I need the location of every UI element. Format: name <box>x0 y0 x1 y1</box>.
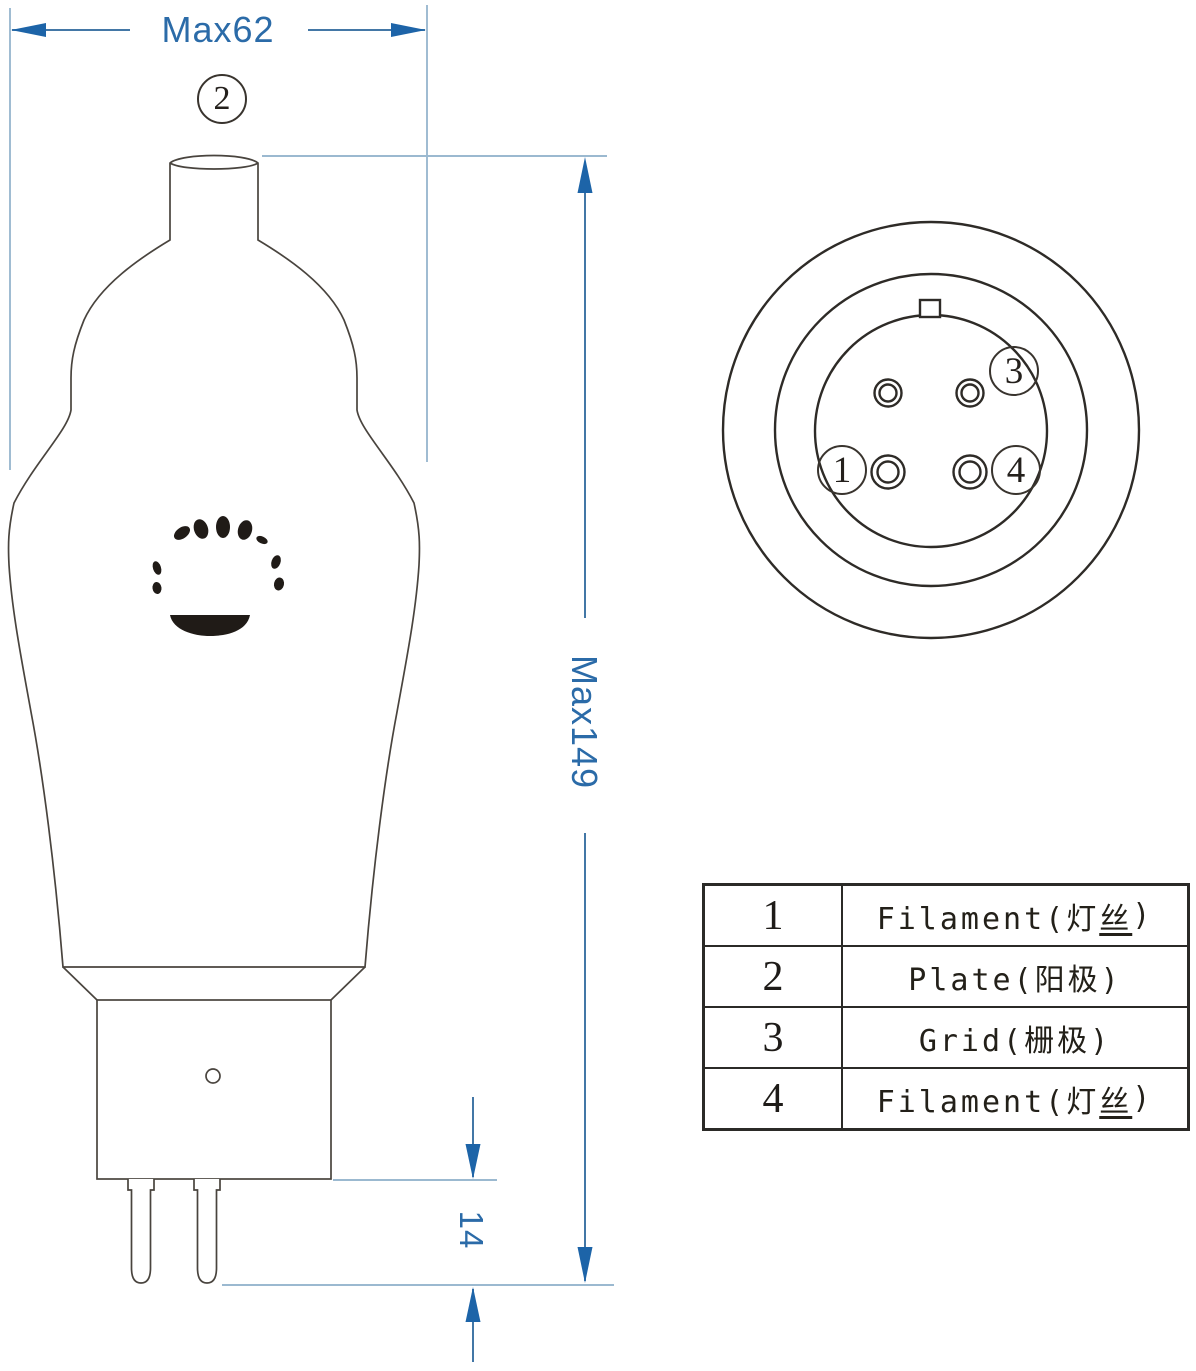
base-shell <box>96 999 332 1180</box>
socket-key-notch <box>918 298 942 319</box>
tube-front-view <box>7 154 421 1284</box>
arrowhead-left-icon <box>11 23 46 37</box>
callout-socket-filament-4: 4 <box>991 445 1041 495</box>
pinout-row-2: 2 Plate(阳极) <box>705 947 1187 1008</box>
base-vent-hole <box>205 1068 221 1084</box>
pinout-row-4: 4 Filament(灯丝) <box>705 1069 1187 1128</box>
dimension-height-max149 <box>262 155 607 1283</box>
socket-bottom-view <box>721 220 1141 640</box>
pin-function-text: Grid(栅极) <box>918 1023 1112 1059</box>
pin-function-suffix: ) <box>1132 898 1154 933</box>
getter-logo <box>152 516 285 636</box>
pin-number-cell: 4 <box>705 1069 843 1128</box>
callout-plate-top: 2 <box>197 74 247 124</box>
base-chamfer-right <box>330 966 366 1001</box>
pin-function-cell: Grid(栅极) <box>843 1008 1187 1067</box>
pin-function-text: Filament(灯 <box>876 1084 1100 1120</box>
pin-hole-grid-outer <box>873 378 903 408</box>
socket-middle-circle <box>773 272 1089 588</box>
socket-outer-circle <box>721 220 1141 640</box>
callout-socket-grid-3: 3 <box>989 346 1039 396</box>
pinout-row-3: 3 Grid(栅极) <box>705 1008 1187 1069</box>
pin-number-cell: 3 <box>705 1008 843 1067</box>
plate-cap-rim <box>169 162 259 170</box>
pin-function-underlined: 丝 <box>1099 901 1133 937</box>
pin-hole-plate-inner <box>960 383 980 403</box>
tube-base <box>62 966 366 1180</box>
pin-function-text: Filament(灯 <box>876 901 1100 937</box>
arrowhead-down-icon <box>465 1144 481 1179</box>
pin-hole-filament1-outer <box>870 454 906 490</box>
arrowhead-right-icon <box>391 23 426 37</box>
socket-pin-holes <box>870 378 988 490</box>
pin-hole-filament4-inner <box>958 460 982 484</box>
callout-plate-number: 2 <box>213 80 231 117</box>
pin-function-underlined: 丝 <box>1099 1084 1133 1120</box>
pin-right <box>193 1179 221 1284</box>
pin-number-cell: 1 <box>705 886 843 945</box>
pin-function-suffix: ) <box>1132 1081 1154 1116</box>
tube-glass-envelope <box>7 154 421 968</box>
pin-hole-grid-inner <box>878 383 898 403</box>
callout-grid-number: 3 <box>1004 350 1024 392</box>
pin-length-dimension-label: 14 <box>453 1210 490 1250</box>
dimension-pin-length-14 <box>222 1097 614 1362</box>
width-dimension-label: Max62 <box>161 9 275 50</box>
tube-pins <box>127 1179 221 1284</box>
arrowhead-up-icon <box>577 157 593 193</box>
callout-filament4-number: 4 <box>1006 449 1026 491</box>
pin-function-cell: Plate(阳极) <box>843 947 1187 1006</box>
pin-hole-filament1-inner <box>876 460 900 484</box>
arrowhead-up-icon <box>465 1287 481 1322</box>
pin-hole-filament4-outer <box>952 454 988 490</box>
callout-filament1-number: 1 <box>832 449 852 491</box>
pin-function-cell: Filament(灯丝) <box>843 1069 1187 1128</box>
base-chamfer-left <box>62 966 98 1001</box>
pinout-table: 1 Filament(灯丝) 2 Plate(阳极) 3 Grid(栅极) 4 … <box>702 883 1190 1131</box>
pin-hole-plate-outer <box>955 378 985 408</box>
callout-socket-filament-1: 1 <box>817 445 867 495</box>
pin-function-cell: Filament(灯丝) <box>843 886 1187 945</box>
pin-left <box>127 1179 155 1284</box>
pin-number-cell: 2 <box>705 947 843 1006</box>
pinout-row-1: 1 Filament(灯丝) <box>705 886 1187 947</box>
arrowhead-down-icon <box>577 1247 593 1283</box>
dimension-width-max62 <box>9 5 428 470</box>
pin-function-text: Plate(阳极) <box>908 962 1122 998</box>
height-dimension-label: Max149 <box>564 654 605 790</box>
